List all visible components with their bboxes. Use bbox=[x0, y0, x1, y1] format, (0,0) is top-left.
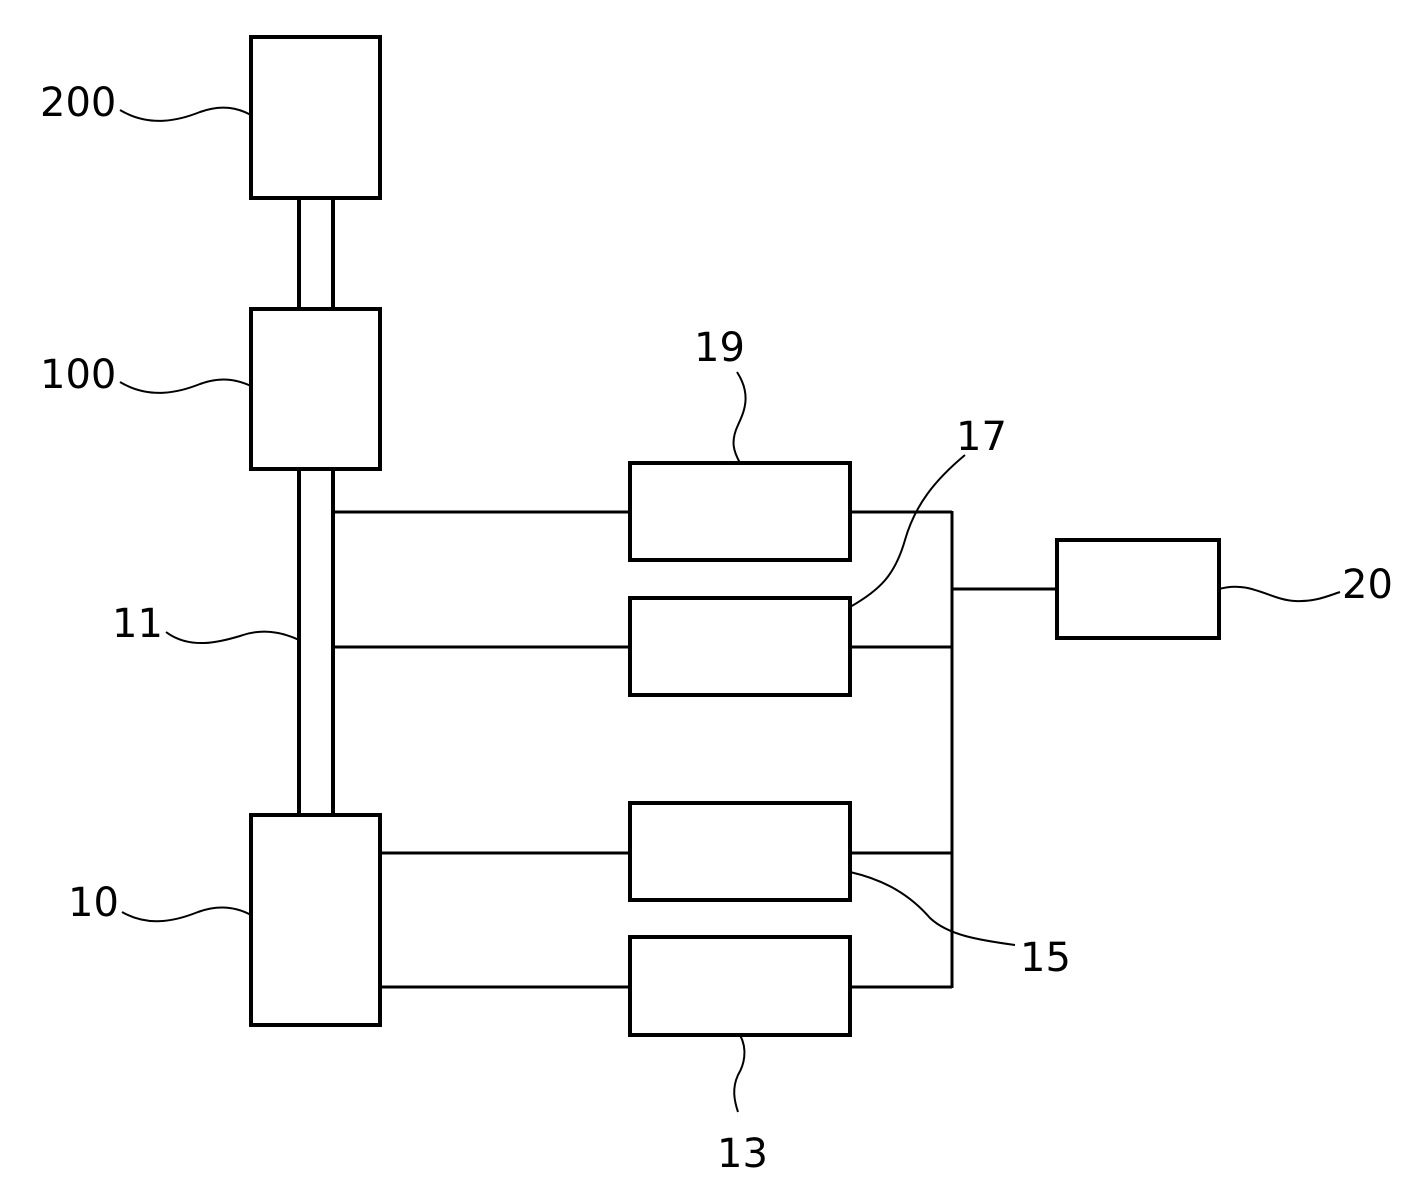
leader-100 bbox=[119, 378, 252, 394]
block-15 bbox=[628, 801, 852, 902]
bus-200-100 bbox=[297, 198, 335, 309]
block-20 bbox=[1055, 538, 1221, 640]
label-15: 15 bbox=[1020, 935, 1071, 981]
leader-10 bbox=[121, 906, 252, 923]
label-17: 17 bbox=[956, 414, 1007, 460]
bus-11 bbox=[297, 469, 335, 815]
label-200: 200 bbox=[40, 80, 116, 126]
block-10 bbox=[249, 813, 382, 1027]
leader-19 bbox=[732, 371, 747, 464]
leader-11 bbox=[165, 630, 300, 644]
label-100: 100 bbox=[40, 352, 116, 398]
label-20: 20 bbox=[1342, 562, 1393, 608]
label-10: 10 bbox=[68, 880, 119, 926]
block-17 bbox=[628, 596, 852, 697]
label-13: 13 bbox=[717, 1131, 768, 1177]
leader-15 bbox=[849, 871, 1016, 946]
block-100 bbox=[249, 307, 382, 471]
block-19 bbox=[628, 461, 852, 562]
leader-200 bbox=[119, 106, 252, 122]
block-13 bbox=[628, 935, 852, 1037]
leader-13 bbox=[733, 1034, 746, 1113]
label-19: 19 bbox=[694, 325, 745, 371]
label-11: 11 bbox=[112, 601, 163, 647]
leader-20 bbox=[1218, 585, 1341, 603]
leader-17 bbox=[849, 454, 966, 608]
block-200 bbox=[249, 35, 382, 200]
